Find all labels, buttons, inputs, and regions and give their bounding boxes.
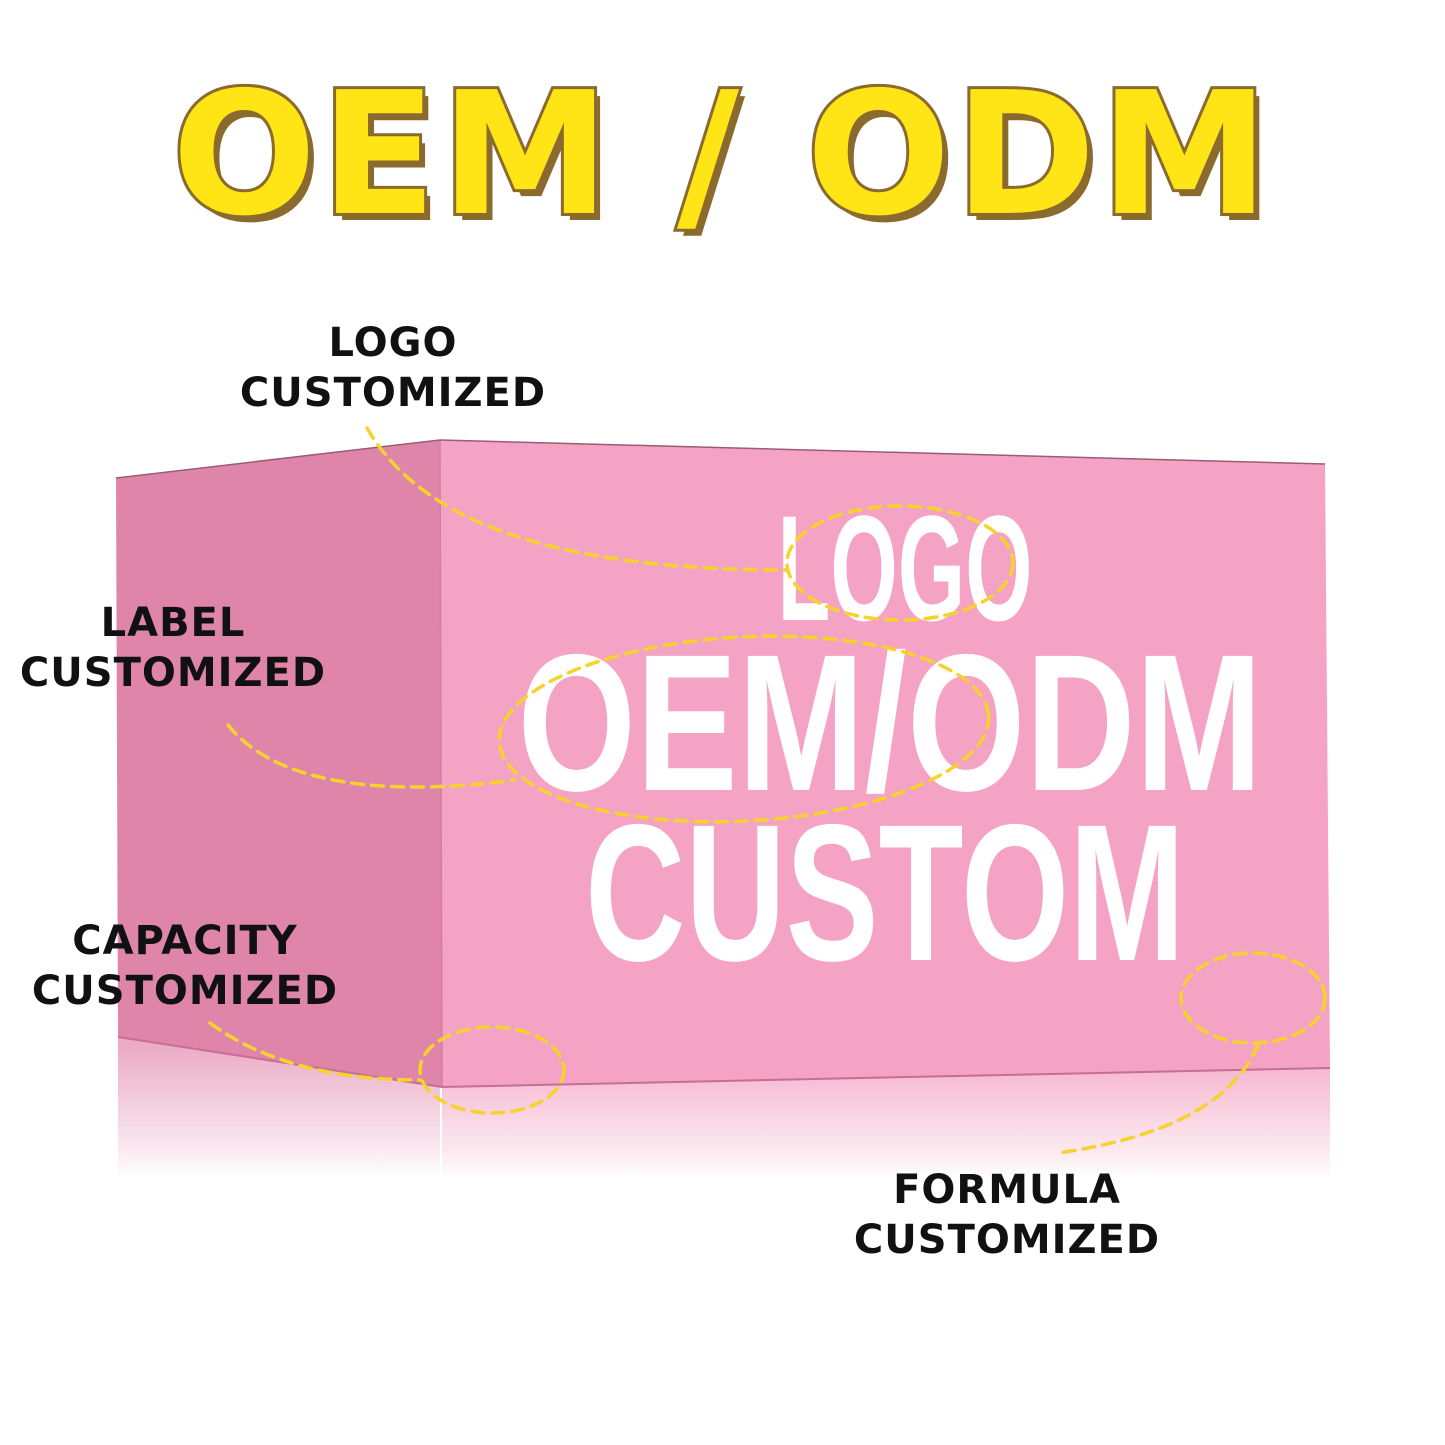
logo-callout-ellipse xyxy=(785,504,1015,622)
box-printed-text: LOGO OEM/ODM CUSTOM xyxy=(518,484,1263,1002)
capacity-callout-ellipse xyxy=(418,1025,566,1115)
callout-subtitle: CUSTOMIZED xyxy=(19,650,327,696)
label-customized-callout: LABEL CUSTOMIZED xyxy=(8,598,338,698)
box-front-face xyxy=(440,440,1330,1087)
callout-title: LABEL xyxy=(100,600,246,646)
formula-customized-callout: FORMULA CUSTOMIZED xyxy=(842,1165,1172,1265)
callout-subtitle: CUSTOMIZED xyxy=(853,1217,1161,1263)
formula-callout-ellipse xyxy=(1179,951,1327,1045)
capacity-customized-callout: CAPACITY CUSTOMIZED xyxy=(20,916,350,1016)
box-custom-text: CUSTOM xyxy=(585,784,1185,1002)
callout-title: CAPACITY xyxy=(72,918,298,964)
box-reflection-side xyxy=(118,1037,440,1180)
box-logo-text: LOGO xyxy=(778,484,1033,652)
label-callout-ellipse xyxy=(497,634,991,824)
logo-callout-line xyxy=(365,426,790,572)
logo-customized-callout: LOGO CUSTOMIZED xyxy=(228,318,558,418)
callout-subtitle: CUSTOMIZED xyxy=(239,370,547,416)
label-callout-line xyxy=(226,723,517,789)
callout-subtitle: CUSTOMIZED xyxy=(31,968,339,1014)
formula-callout-line xyxy=(1056,1043,1260,1155)
callout-title: FORMULA xyxy=(893,1167,1121,1213)
page-title: OEM / ODM xyxy=(169,56,1274,254)
box-oem-odm-text: OEM/ODM xyxy=(518,614,1263,832)
callout-title: LOGO xyxy=(328,320,458,366)
capacity-callout-line xyxy=(208,1021,422,1082)
box-reflection-front xyxy=(442,1068,1330,1180)
